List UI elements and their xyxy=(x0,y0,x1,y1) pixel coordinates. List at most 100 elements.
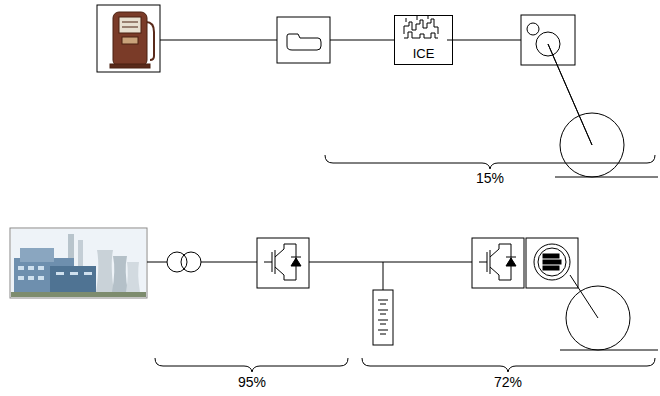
grid-line-part xyxy=(147,262,167,263)
converter-box xyxy=(257,238,309,288)
engine-icon-part xyxy=(404,32,438,38)
gearbox-box-part xyxy=(521,15,575,65)
motor-box-part xyxy=(534,244,570,280)
efficiency-bracket xyxy=(155,358,348,372)
motor-box-part xyxy=(543,254,559,258)
fuel-pump-picture-part xyxy=(110,64,150,68)
wheel xyxy=(560,286,658,350)
battery-symbol-part xyxy=(378,300,388,301)
power-plant-picture-part xyxy=(10,228,147,298)
gearbox-box xyxy=(521,15,592,145)
converter-box-part xyxy=(275,249,284,257)
inverter-box-part xyxy=(472,238,524,288)
inverter-box-part xyxy=(506,258,516,266)
motor-box-part xyxy=(543,260,561,264)
motor-box-part xyxy=(543,266,559,270)
fuel-line xyxy=(160,40,521,41)
grid-line-part xyxy=(181,252,201,272)
fuel-line-part xyxy=(447,40,521,41)
efficiency-bracket xyxy=(362,358,655,372)
power-plant-picture-part-part xyxy=(38,276,44,280)
inverter-box-part xyxy=(490,249,499,257)
power-plant-picture-part xyxy=(20,248,54,262)
efficiency-label: 15% xyxy=(476,170,504,186)
efficiency-label: 72% xyxy=(494,374,522,390)
power-plant-picture-part xyxy=(18,266,92,280)
engine-box: ICE xyxy=(394,15,453,65)
fuel-tank-box xyxy=(277,17,330,63)
power-plant-picture-part-part xyxy=(28,276,34,280)
converter-box-part xyxy=(291,258,301,266)
wheel-part xyxy=(566,286,630,350)
power-plant-picture-part-part xyxy=(28,266,34,270)
fuel-pump-picture-part xyxy=(113,12,147,66)
fuel-pump-picture xyxy=(97,5,160,72)
inverter-box-part xyxy=(499,275,500,280)
motor-box-part xyxy=(538,248,566,276)
fuel-pump-picture-part xyxy=(122,27,138,28)
converter-box-part xyxy=(264,262,272,263)
battery-symbol-part xyxy=(380,324,386,325)
fuel-line-part xyxy=(330,40,394,41)
fuel-pump-picture-part xyxy=(122,37,138,44)
battery-symbol xyxy=(373,290,393,345)
inverter-box-part xyxy=(479,262,487,263)
power-plant-picture-part xyxy=(126,262,140,292)
inverter-box-part xyxy=(487,252,488,272)
grid-line-part xyxy=(383,262,384,290)
efficiency-bracket xyxy=(325,155,655,169)
inverter-box-part xyxy=(499,280,511,281)
power-plant-picture-part-part xyxy=(70,272,78,275)
fuel-line-part xyxy=(160,40,277,41)
fuel-tank-box-part xyxy=(277,17,330,63)
power-plant-picture-part-part xyxy=(84,272,92,275)
wheel-part xyxy=(548,44,592,145)
power-plant-picture-part-part xyxy=(38,266,44,270)
converter-box-part xyxy=(275,267,284,275)
battery-symbol-part xyxy=(373,290,393,345)
battery-symbol-part xyxy=(380,334,386,335)
inverter-box-part xyxy=(490,267,499,275)
wheel xyxy=(548,44,658,177)
motor-box xyxy=(526,238,598,318)
battery-symbol-part xyxy=(378,320,388,321)
converter-box-part xyxy=(272,252,273,272)
power-plant-picture-part xyxy=(50,266,96,294)
converter-box-part xyxy=(257,238,309,288)
converter-box-part xyxy=(291,257,301,258)
power-plant-picture-part-part xyxy=(56,272,64,275)
battery-symbol-part xyxy=(378,310,388,311)
power-plant-picture-part xyxy=(11,229,146,297)
wheel-part xyxy=(560,350,658,351)
power-plant-picture-part xyxy=(96,250,114,292)
fuel-pump-picture-part xyxy=(119,17,141,33)
power-plant-picture-part-part xyxy=(18,276,24,280)
battery-symbol-part xyxy=(380,314,386,315)
power-plant-picture-part xyxy=(112,256,128,292)
fuel-pump-picture-part xyxy=(122,22,138,23)
inverter-box xyxy=(472,238,524,288)
wheel-part xyxy=(555,177,658,178)
efficiency-label: 95% xyxy=(238,374,266,390)
motor-box-part xyxy=(526,238,578,288)
inverter-box-part xyxy=(490,250,491,274)
converter-box-part xyxy=(275,250,276,274)
power-plant-picture xyxy=(10,228,147,298)
converter-box-part xyxy=(284,280,296,281)
engine-icon xyxy=(404,15,438,38)
inverter-box-part xyxy=(499,244,500,249)
converter-box-part xyxy=(284,275,285,280)
grid-line-part xyxy=(201,262,257,263)
converter-box-part xyxy=(284,244,285,249)
engine-icon-part xyxy=(406,18,407,22)
engine-icon-part xyxy=(417,16,418,20)
power-plant-picture-part-part xyxy=(18,266,24,270)
power-plant-picture-part xyxy=(11,292,146,297)
fuel-pump-picture-part xyxy=(97,5,160,72)
node-label: ICE xyxy=(395,46,452,61)
inverter-box-part xyxy=(506,257,516,258)
fuel-tank-box-part xyxy=(287,34,321,50)
